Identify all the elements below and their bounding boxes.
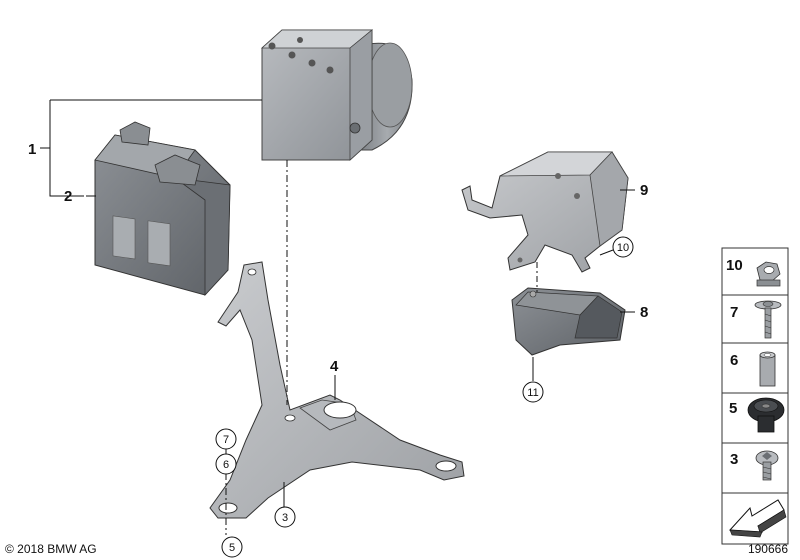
sensor-bracket xyxy=(461,151,629,273)
arrow-icon xyxy=(728,499,787,538)
sleeve-icon xyxy=(759,351,776,387)
circled-callout-10: 10 xyxy=(612,236,634,258)
callout-6: 6 xyxy=(223,459,229,471)
hydraulic-unit-top xyxy=(260,29,413,161)
circled-callout-6: 6 xyxy=(215,453,237,475)
leader-lines xyxy=(40,99,635,535)
circled-callout-5: 5 xyxy=(221,536,243,558)
circled-callout-3: 3 xyxy=(274,506,296,528)
callout-4: 4 xyxy=(330,358,339,375)
legend-num-3: 3 xyxy=(730,451,738,468)
callout-3: 3 xyxy=(282,512,288,524)
legend-num-5: 5 xyxy=(729,400,737,417)
mounting-bracket xyxy=(209,261,465,519)
legend-num-6: 6 xyxy=(730,352,738,369)
circled-callout-7: 7 xyxy=(215,428,237,450)
legend-num-10: 10 xyxy=(726,257,743,274)
callout-5: 5 xyxy=(229,542,235,554)
circled-callout-11: 11 xyxy=(522,381,544,403)
nut-icon xyxy=(756,261,781,287)
legend-num-7: 7 xyxy=(730,304,738,321)
diagram-id: 190666 xyxy=(748,542,788,556)
bolt-icon xyxy=(755,450,779,481)
callout-8: 8 xyxy=(640,304,648,321)
copyright-text: © 2018 BMW AG xyxy=(5,542,97,556)
callout-2: 2 xyxy=(64,188,72,205)
callout-1: 1 xyxy=(28,141,36,158)
callout-10: 10 xyxy=(617,242,629,254)
callout-11: 11 xyxy=(527,387,538,399)
rubber-mount-icon xyxy=(747,397,785,433)
callout-7: 7 xyxy=(223,434,229,446)
control-unit xyxy=(94,121,231,297)
parts-legend: 10 7 6 5 xyxy=(721,247,789,545)
sensor-module xyxy=(511,287,626,356)
screw-icon xyxy=(754,300,782,339)
callout-9: 9 xyxy=(640,182,648,199)
